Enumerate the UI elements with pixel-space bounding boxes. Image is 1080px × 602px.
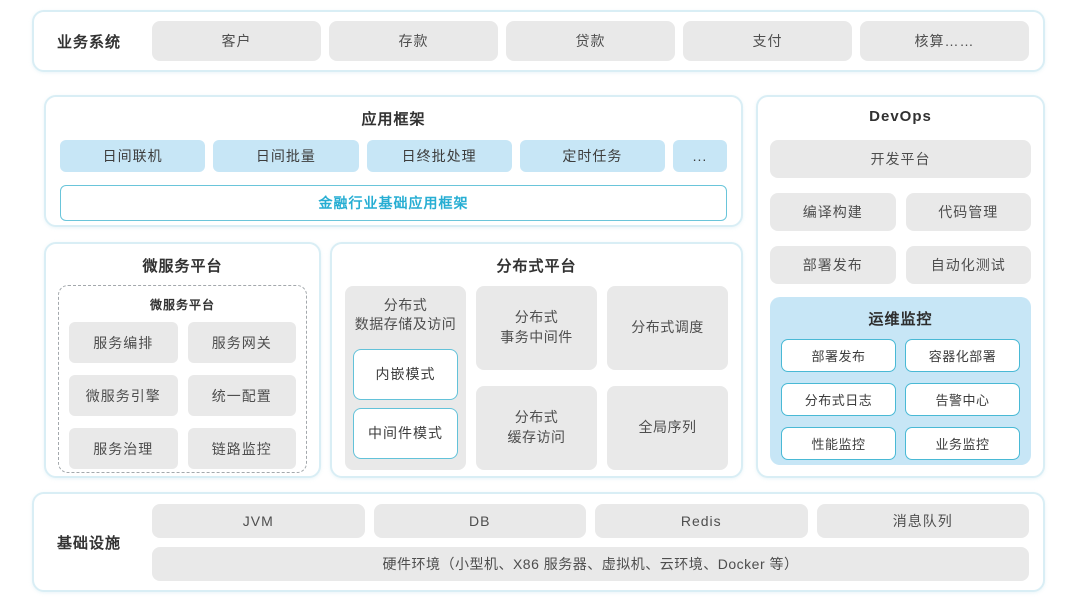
app-framework-item-daytime-online: 日间联机 [60,140,206,172]
distributed-storage-cell: 分布式 数据存储及访问 内嵌模式 中间件模式 [345,286,466,470]
app-framework-item-more: ... [673,140,727,172]
infrastructure-content: JVM DB Redis 消息队列 硬件环境（小型机、X86 服务器、虚拟机、云… [152,503,1029,581]
app-framework-item-scheduled-task: 定时任务 [519,140,665,172]
infrastructure-items-row: JVM DB Redis 消息队列 [152,503,1029,538]
app-framework-title: 应用框架 [361,111,426,128]
microservice-item-governance: 服务治理 [69,428,178,469]
business-systems-panel: 业务系统 客户 存款 贷款 支付 核算…… [32,10,1045,72]
devops-dev-platform: 开发平台 [770,140,1031,178]
infrastructure-panel: 基础设施 JVM DB Redis 消息队列 硬件环境（小型机、X86 服务器、… [32,492,1045,592]
app-framework-item-daytime-batch: 日间批量 [213,140,359,172]
infrastructure-item-db: DB [373,503,586,538]
app-framework-items-row: 日间联机 日间批量 日终批处理 定时任务 ... [60,140,727,172]
microservices-title: 微服务平台 [142,258,223,275]
monitoring-item-distributed-log: 分布式日志 [781,383,896,416]
business-system-item-accounting: 核算…… [860,21,1029,61]
devops-item-auto-test: 自动化测试 [905,246,1031,284]
ops-monitoring-title: 运维监控 [868,311,933,328]
distributed-cell-scheduling: 分布式调度 [607,286,728,370]
microservice-item-gateway: 服务网关 [187,322,296,363]
app-framework-item-eod-batch: 日终批处理 [366,140,512,172]
business-systems-label: 业务系统 [56,33,121,51]
business-system-item-customer: 客户 [152,21,321,61]
ops-monitoring-panel: 运维监控 部署发布 容器化部署 分布式日志 告警中心 性能监控 业务监控 [770,297,1031,465]
distributed-grid: 分布式 数据存储及访问 内嵌模式 中间件模式 分布式 事务中间件 分布式 缓存访… [345,286,728,470]
base-framework-box: 金融行业基础应用框架 [60,185,727,221]
microservice-item-unified-config: 统一配置 [187,375,296,416]
storage-mode-middleware: 中间件模式 [353,407,458,459]
business-system-item-loan: 贷款 [506,21,675,61]
infrastructure-label: 基础设施 [56,534,121,552]
monitoring-item-business: 业务监控 [905,427,1020,460]
monitoring-item-performance: 性能监控 [781,427,896,460]
distributed-cell-cache-access: 分布式 缓存访问 [476,386,597,470]
distributed-column-2: 分布式 事务中间件 分布式 缓存访问 [476,286,597,470]
devops-items-grid: 编译构建 代码管理 部署发布 自动化测试 [770,193,1031,284]
devops-item-deploy: 部署发布 [770,246,896,284]
microservice-item-orchestration: 服务编排 [69,322,178,363]
microservices-grid: 服务编排 服务网关 微服务引擎 统一配置 服务治理 链路监控 [69,322,296,469]
devops-item-code-mgmt: 代码管理 [905,193,1031,231]
distributed-cell-global-sequence: 全局序列 [607,386,728,470]
devops-item-build: 编译构建 [770,193,896,231]
monitoring-item-alert-center: 告警中心 [905,383,1020,416]
distributed-title: 分布式平台 [496,258,577,275]
business-system-item-deposit: 存款 [329,21,498,61]
microservice-item-tracing: 链路监控 [187,428,296,469]
distributed-storage-label: 分布式 数据存储及访问 [354,297,457,332]
app-framework-panel: 应用框架 日间联机 日间批量 日终批处理 定时任务 ... 金融行业基础应用框架 [44,95,743,227]
monitoring-item-deploy-release: 部署发布 [781,339,896,372]
distributed-cell-transaction-middleware: 分布式 事务中间件 [476,286,597,370]
hardware-environment-bar: 硬件环境（小型机、X86 服务器、虚拟机、云环境、Docker 等） [152,546,1029,581]
ops-monitoring-grid: 部署发布 容器化部署 分布式日志 告警中心 性能监控 业务监控 [781,339,1020,460]
microservices-panel: 微服务平台 微服务平台 服务编排 服务网关 微服务引擎 统一配置 服务治理 链路… [44,242,321,478]
storage-mode-embedded: 内嵌模式 [353,348,458,400]
infrastructure-item-jvm: JVM [152,503,365,538]
microservices-inner-box: 微服务平台 服务编排 服务网关 微服务引擎 统一配置 服务治理 链路监控 [58,285,307,473]
monitoring-item-containerized-deploy: 容器化部署 [905,339,1020,372]
infrastructure-item-message-queue: 消息队列 [816,503,1029,538]
distributed-panel: 分布式平台 分布式 数据存储及访问 内嵌模式 中间件模式 分布式 事务中间件 分… [330,242,743,478]
infrastructure-item-redis: Redis [595,503,808,538]
microservices-inner-title: 微服务平台 [149,298,215,312]
microservice-item-engine: 微服务引擎 [69,375,178,416]
devops-title: DevOps [869,108,932,125]
distributed-column-3: 分布式调度 全局序列 [607,286,728,470]
devops-panel: DevOps 开发平台 编译构建 代码管理 部署发布 自动化测试 运维监控 部署… [756,95,1045,478]
business-system-item-payment: 支付 [683,21,852,61]
